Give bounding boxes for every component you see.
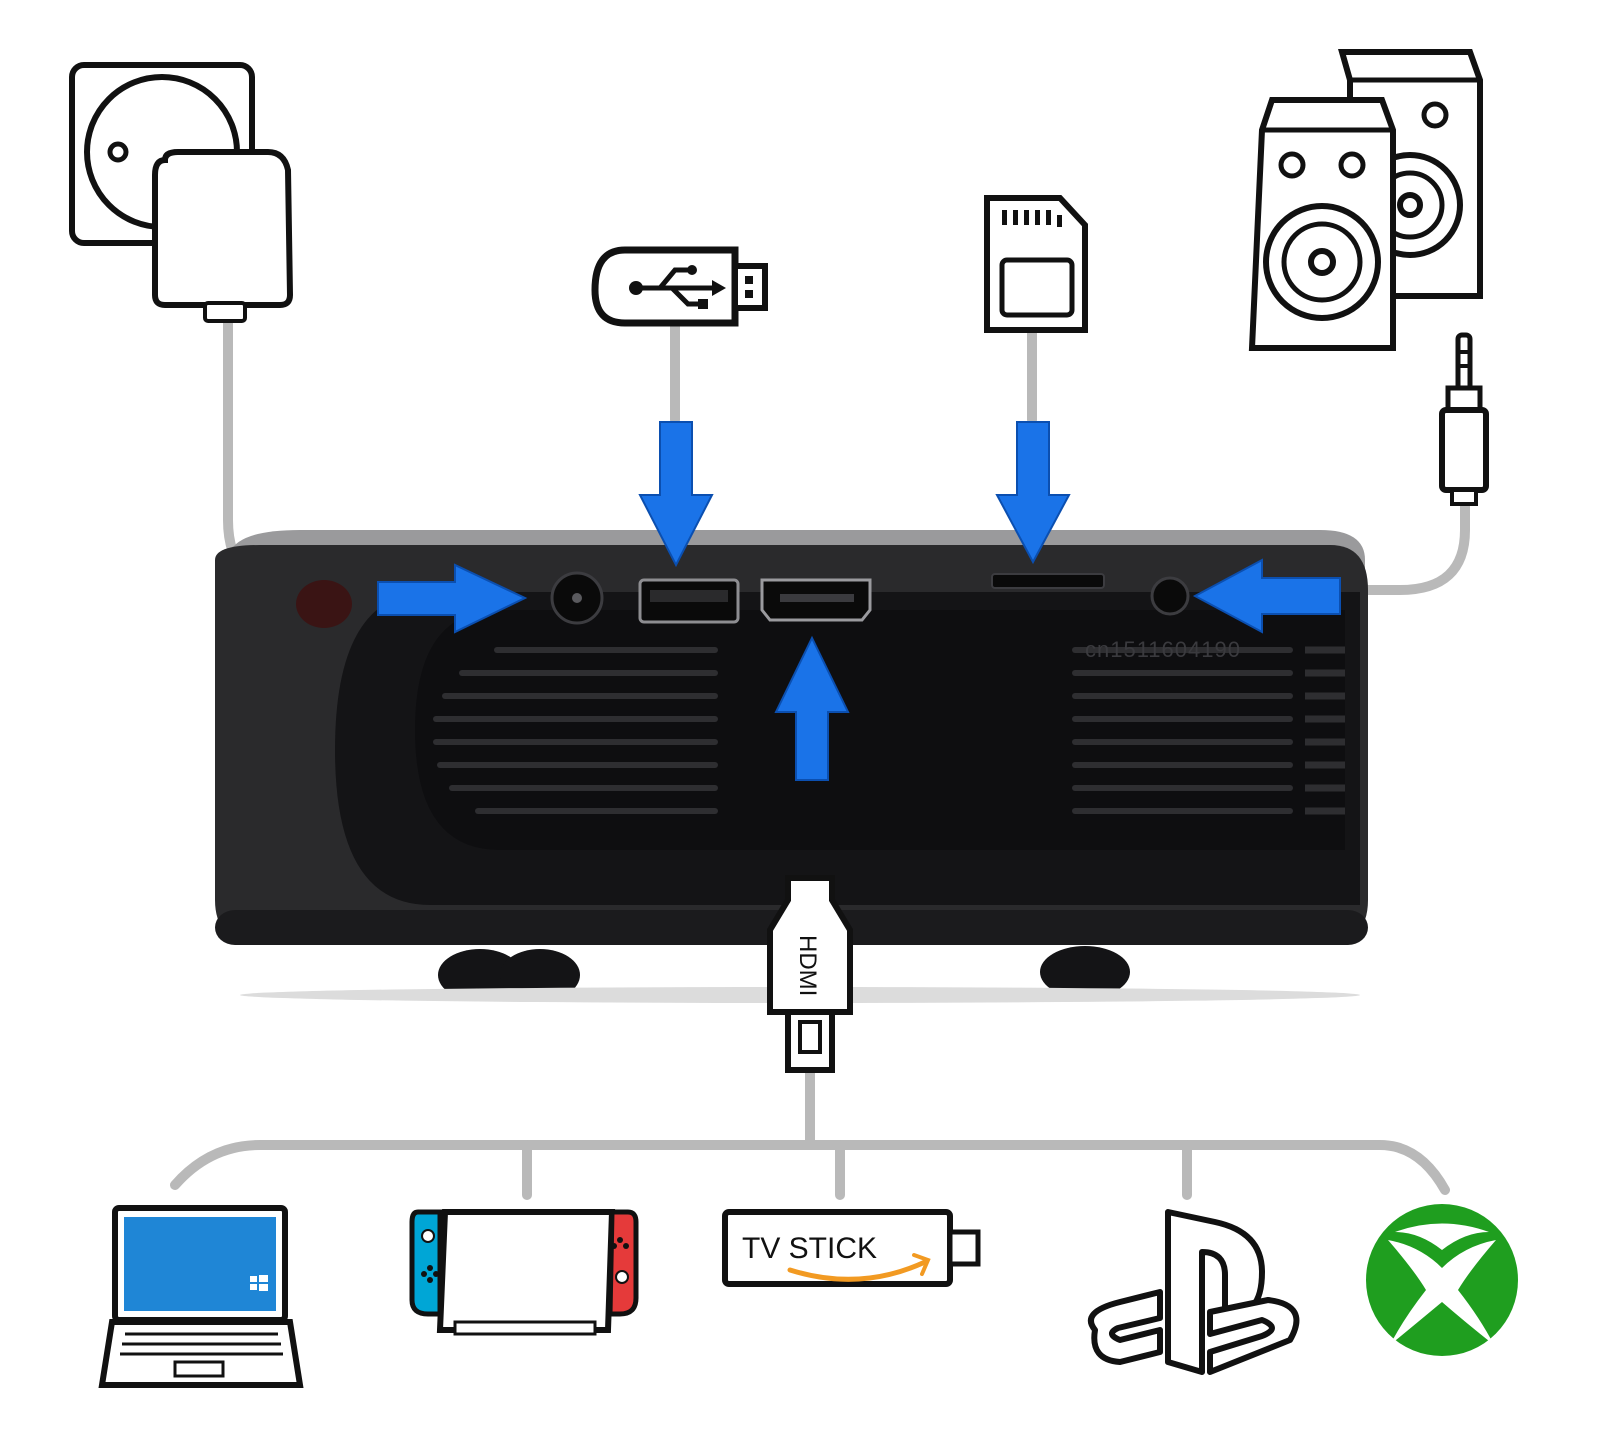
- hdmi-plug-icon: HDMI: [767, 875, 853, 1073]
- audio-arrow: [1192, 558, 1341, 634]
- tv-stick-label: TV STICK: [742, 1232, 877, 1265]
- audio-jack-plug-icon: [1439, 332, 1489, 506]
- playstation-icon: [1087, 1209, 1300, 1375]
- hdmi-port-tongue: [780, 594, 854, 602]
- power-arrow: [377, 563, 528, 634]
- vent-right: [1072, 647, 1293, 814]
- sd-arrow: [995, 421, 1071, 565]
- audio-cable: [1340, 495, 1470, 595]
- arrows: [377, 421, 1341, 781]
- tv-stick-icon: TV STICK: [722, 1209, 981, 1287]
- ir-receiver: [296, 580, 352, 628]
- nintendo-switch-icon: [409, 1209, 639, 1336]
- sd-card-slot: [991, 573, 1105, 589]
- amazon-smile-icon: [787, 1259, 928, 1282]
- vent-far-right: [1305, 646, 1345, 815]
- dc-power-port-pin: [572, 593, 582, 603]
- usb-drive-icon: [591, 246, 768, 327]
- vent-left: [433, 647, 718, 814]
- speakers-icon: [1248, 49, 1483, 351]
- usb-arrow: [638, 421, 714, 568]
- xbox-icon: [1366, 1204, 1518, 1356]
- projector: cn1511604190: [215, 530, 1368, 1003]
- audio-jack-port: [1150, 576, 1190, 616]
- sd-card-icon: [984, 195, 1088, 333]
- hdmi-plug-label: HDMI: [794, 935, 821, 996]
- usb-port-tongue: [650, 590, 728, 602]
- laptop-icon: [98, 1205, 304, 1388]
- power-plug-icon: [69, 62, 294, 323]
- hdmi-arrow: [774, 635, 850, 781]
- projector-serial: cn1511604190: [1085, 637, 1241, 662]
- distribution-bus: [170, 1140, 1450, 1195]
